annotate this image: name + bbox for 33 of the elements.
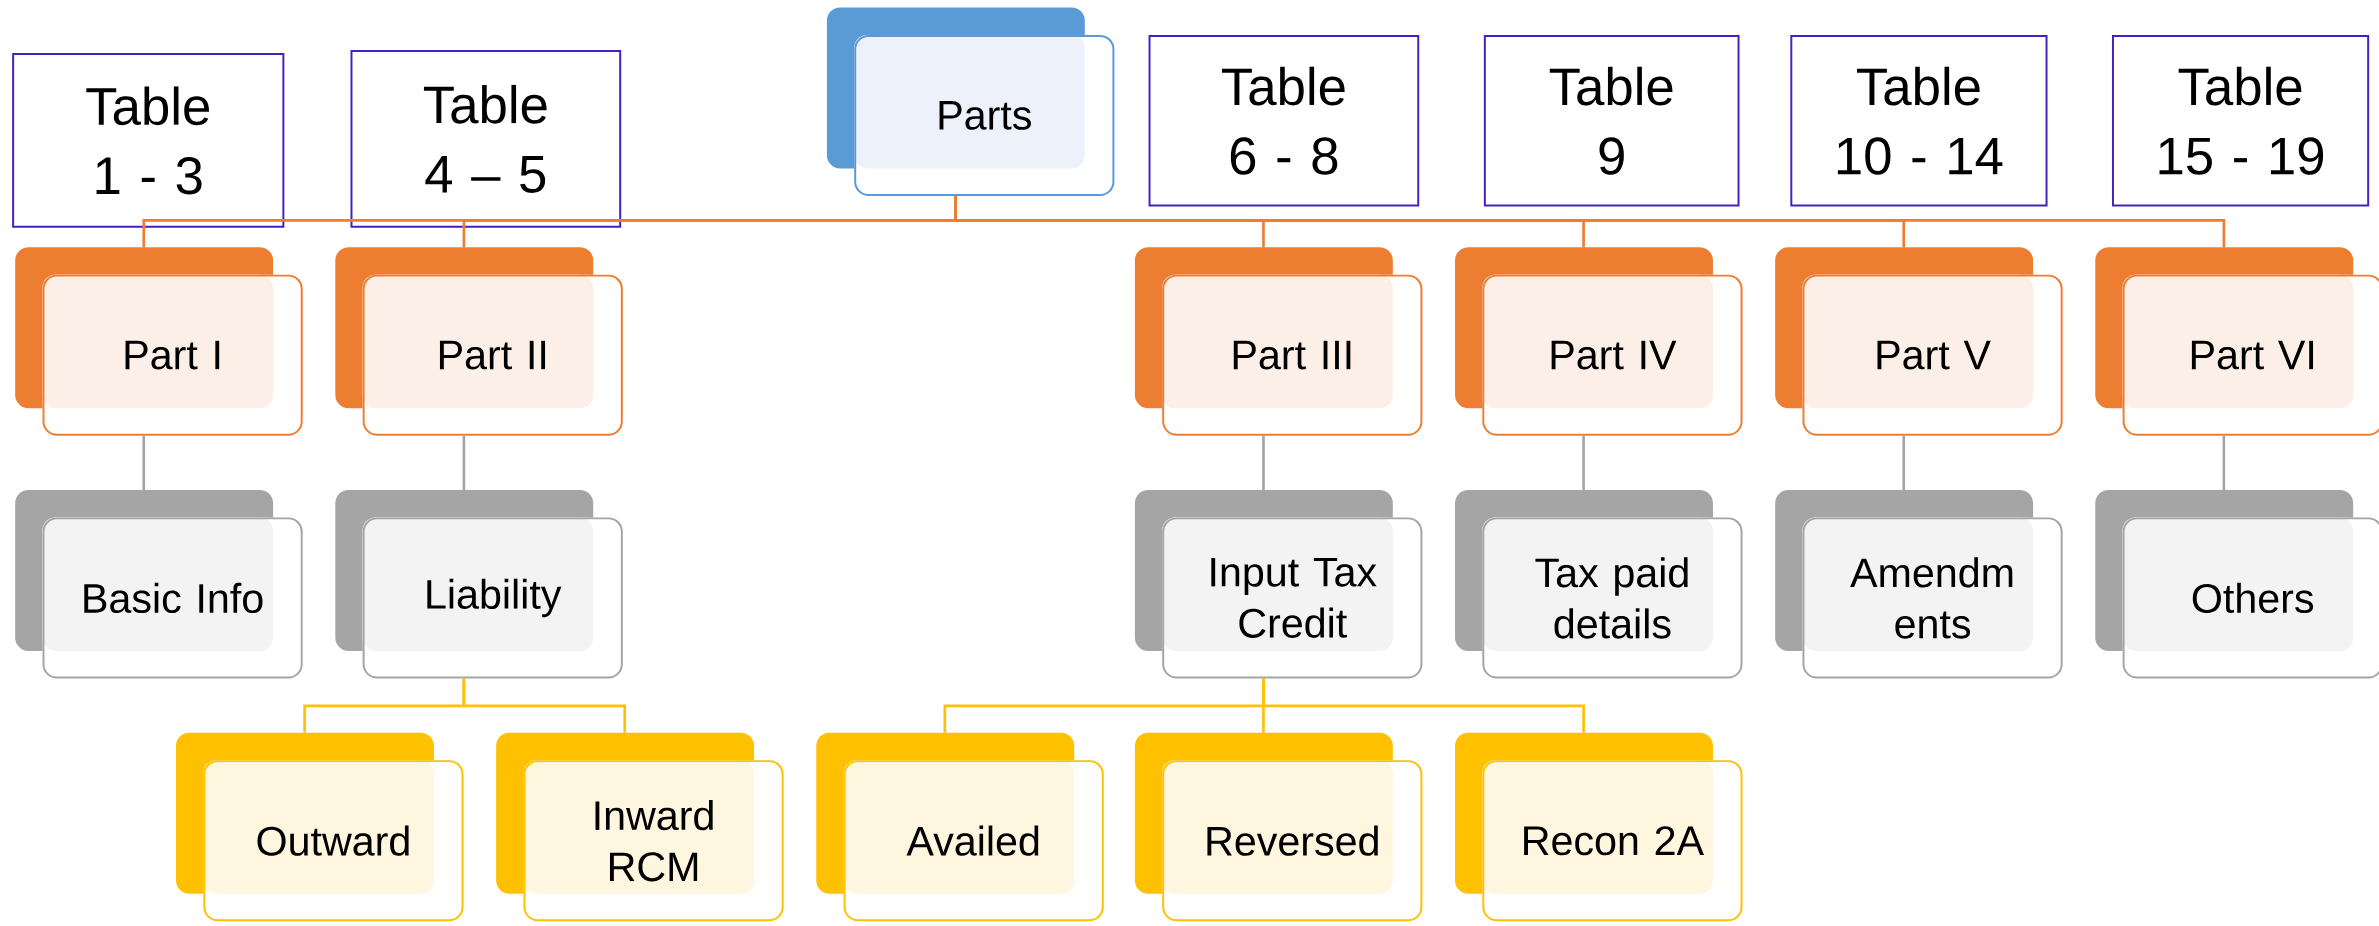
table-box: Table 10 - 14 bbox=[1790, 35, 2048, 207]
stacked-box: Part V bbox=[1775, 247, 2064, 436]
stacked-box: Part IV bbox=[1455, 247, 1744, 436]
stacked-box: Outward bbox=[176, 733, 465, 922]
table-box: Table 1 - 3 bbox=[12, 53, 285, 228]
stacked-box: Part I bbox=[15, 247, 304, 436]
stacked-box: Liability bbox=[335, 490, 624, 679]
stacked-box: Input Tax Credit bbox=[1134, 490, 1424, 679]
table-box: Table 9 bbox=[1483, 35, 1740, 207]
connector-line bbox=[2222, 436, 2226, 491]
stacked-box: Tax paid details bbox=[1455, 490, 1744, 679]
connector-line bbox=[462, 436, 466, 491]
stacked-box: Inward RCM bbox=[496, 733, 785, 922]
stacked-box: Part II bbox=[335, 247, 624, 436]
stacked-box: Others bbox=[2095, 490, 2379, 679]
stacked-box: Amendm ents bbox=[1775, 490, 2064, 679]
connector-line bbox=[1262, 678, 1585, 734]
connector-line bbox=[142, 436, 146, 491]
connector-line bbox=[1262, 436, 1265, 491]
connector-line bbox=[1902, 436, 1906, 491]
connector-line bbox=[462, 678, 627, 734]
stacked-box: Reversed bbox=[1134, 733, 1424, 922]
stacked-box: Basic Info bbox=[15, 490, 304, 679]
stacked-box: Part VI bbox=[2095, 247, 2379, 436]
stacked-box: Parts bbox=[826, 7, 1116, 197]
connector-line bbox=[1582, 436, 1585, 491]
stacked-box: Part III bbox=[1134, 247, 1424, 436]
stacked-box: Availed bbox=[816, 733, 1105, 922]
connector-line bbox=[954, 196, 2226, 248]
table-box: Table 6 - 8 bbox=[1148, 35, 1420, 207]
table-box: Table 4 – 5 bbox=[350, 50, 622, 228]
stacked-box: Recon 2A bbox=[1455, 733, 1744, 922]
table-box: Table 15 - 19 bbox=[2112, 35, 2370, 207]
